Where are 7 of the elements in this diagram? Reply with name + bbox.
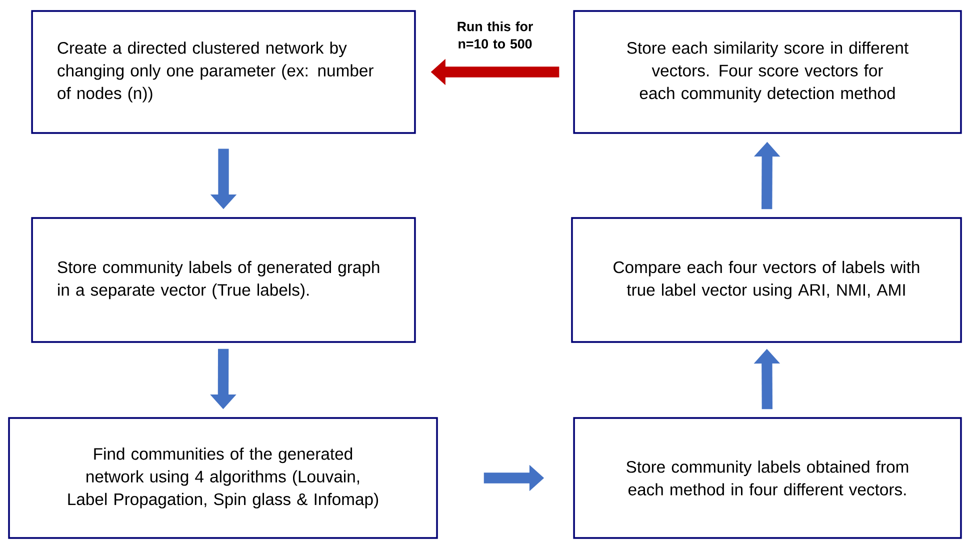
process-box: Compare each four vectors of labels with true label vector using ARI, NMI, AMI [571,217,962,343]
edge-label: Run this for n=10 to 500 [458,21,533,49]
process-box: Store community labels obtained from each method in four different vectors. [573,417,962,539]
process-box: Find communities of the generated network using 4 algorithms (Louvain, Label Propagation, Spin glass & Infomap) [8,417,438,539]
process-box: Store community labels of generated graph in a separate vector (True labels). [31,217,416,343]
process-box: Create a directed clustered network by changing only one parameter (ex: number of nodes (n)) [31,10,416,134]
process-box: Store each similarity score in different vectors. Four score vectors for each community detection method [573,10,962,134]
